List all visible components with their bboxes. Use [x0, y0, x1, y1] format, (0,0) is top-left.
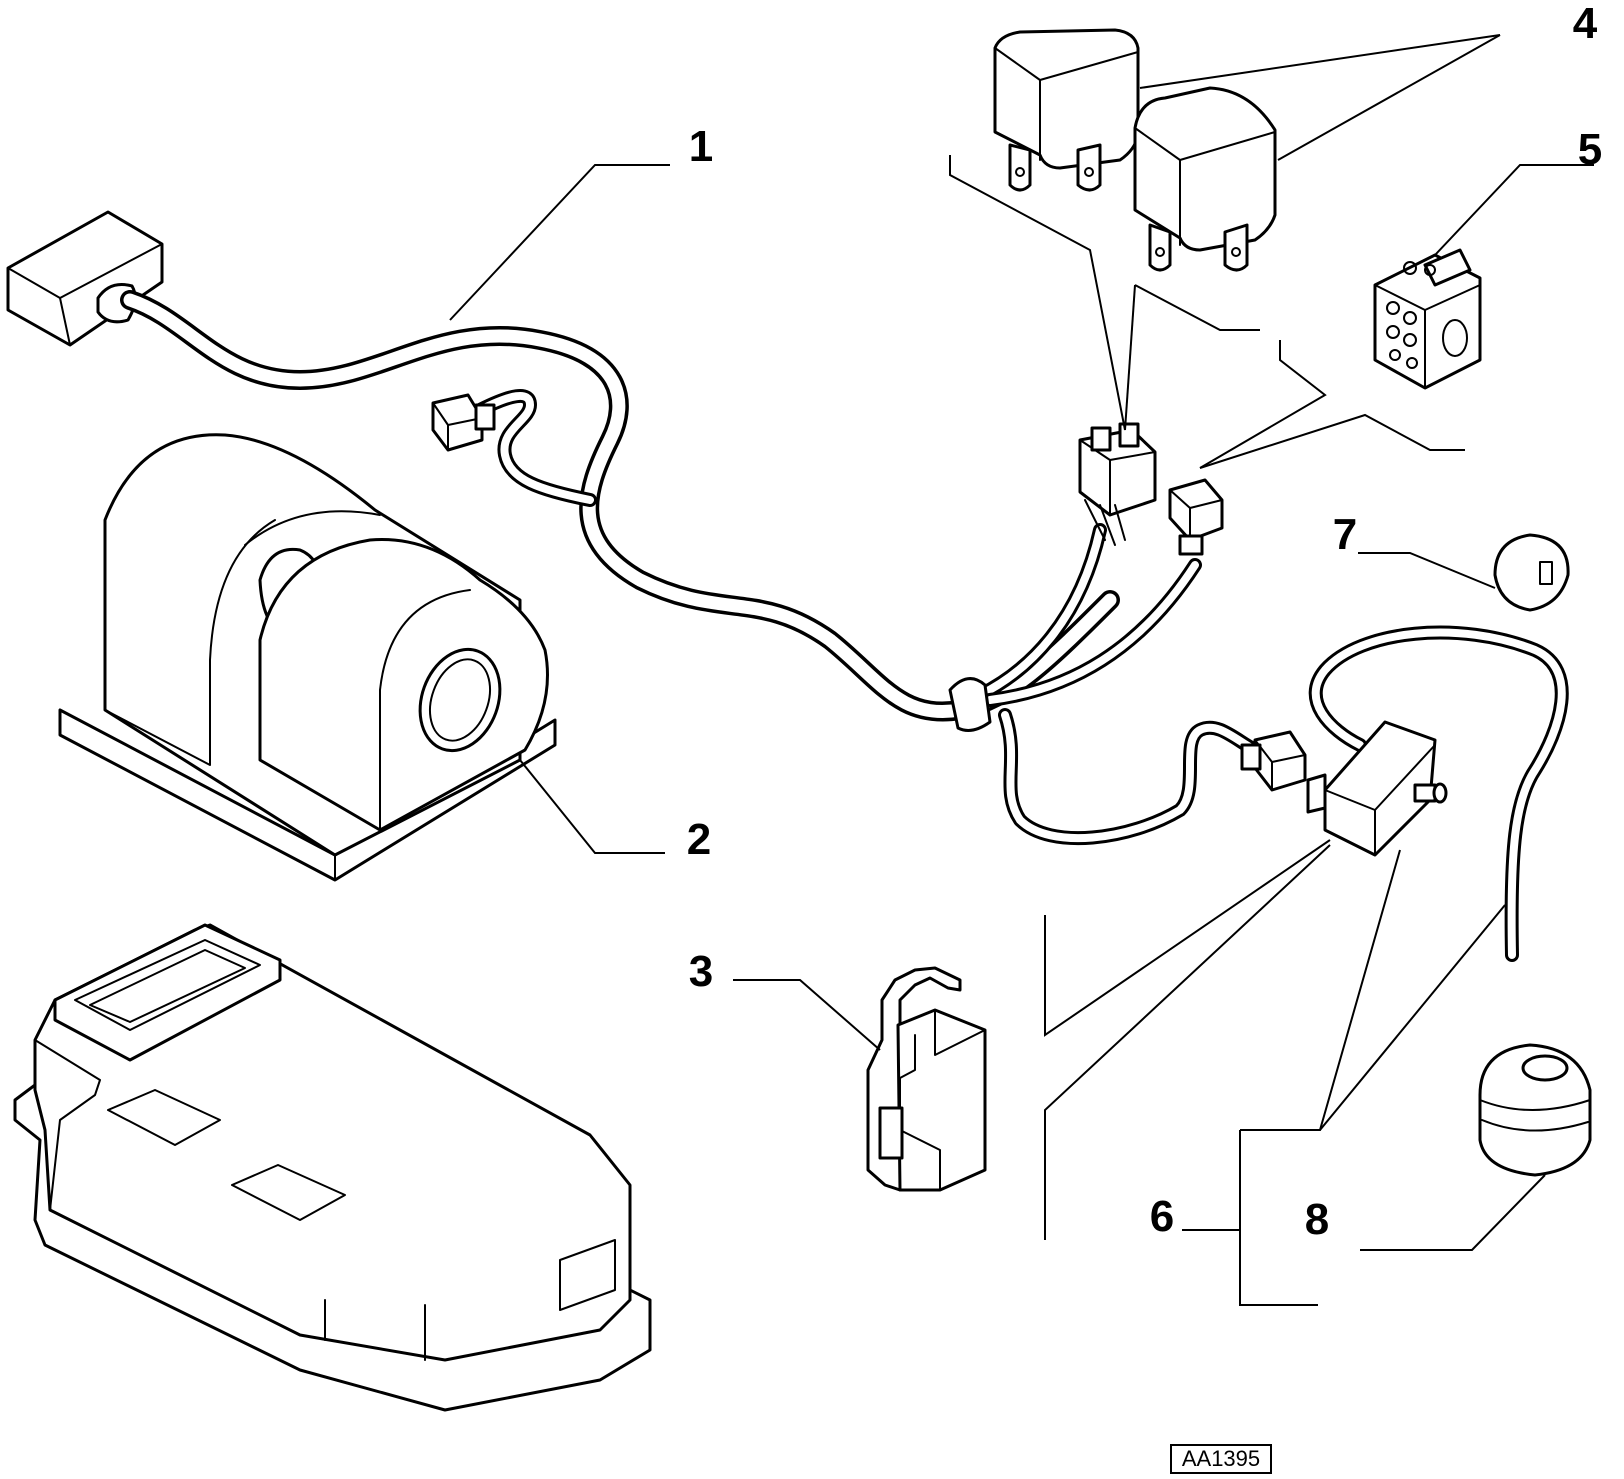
callout-6: 6	[1149, 1192, 1175, 1241]
relay-lower	[1133, 86, 1277, 272]
fuse-holder	[1373, 248, 1482, 390]
harness-connector-small-right	[1168, 478, 1224, 556]
switch-with-cable	[1306, 625, 1569, 962]
harness-connector-multi	[1078, 422, 1157, 546]
harness-connector-lower	[1240, 730, 1307, 792]
wiring-harness	[6, 210, 1307, 846]
blower-resistor	[866, 966, 987, 1192]
callout-3: 3	[688, 947, 714, 996]
callout-7: 7	[1332, 510, 1358, 559]
harness-connector-small-left	[431, 393, 496, 452]
callout-5: 5	[1577, 125, 1603, 174]
harness-end-plug	[6, 210, 164, 347]
callout-1: 1	[688, 122, 714, 171]
callout-2: 2	[686, 815, 712, 864]
switch-knob	[1493, 533, 1570, 612]
blower-motor	[58, 433, 557, 882]
leader-lines	[449, 34, 1594, 1306]
reference-code-label: AA1395	[1170, 1444, 1272, 1474]
rubber-grommet	[1478, 1043, 1592, 1177]
relay-upper	[993, 28, 1140, 192]
blower-housing-cover	[13, 923, 652, 1412]
callout-8: 8	[1304, 1195, 1330, 1244]
callout-4: 4	[1572, 0, 1598, 48]
